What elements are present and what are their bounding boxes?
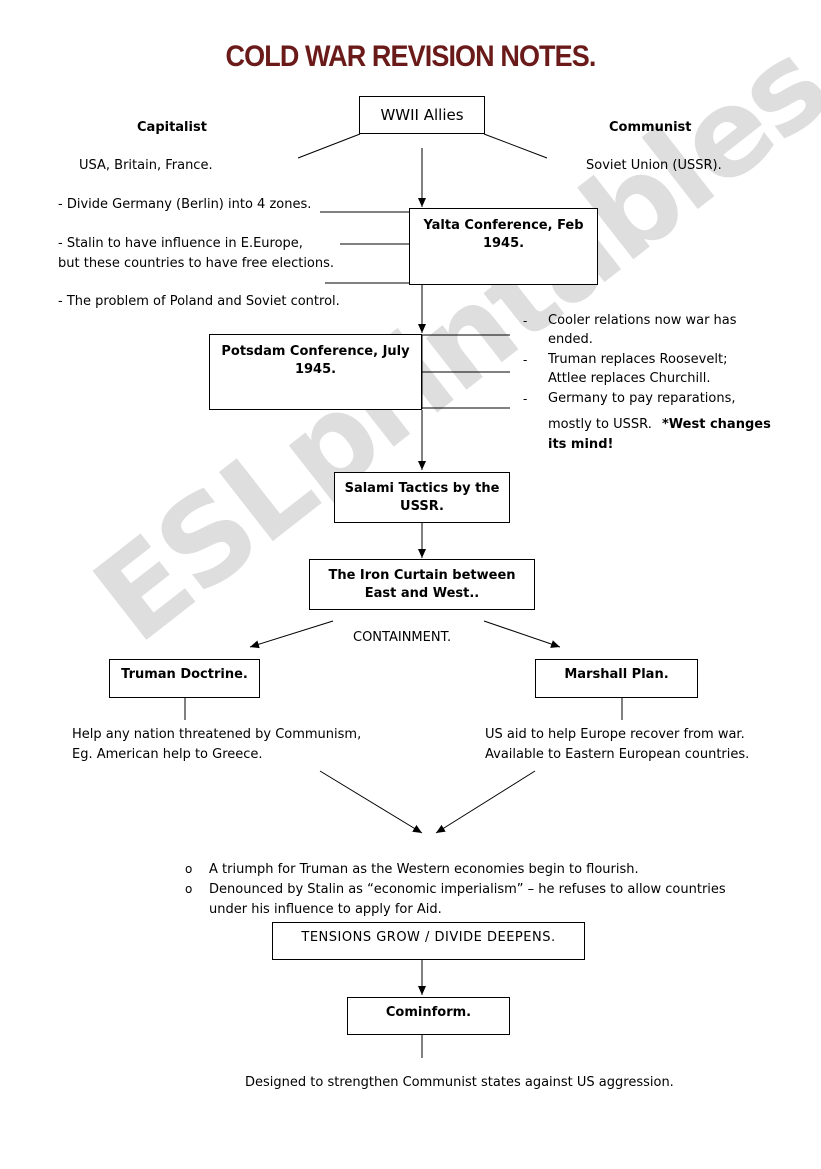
page-title: COLD WAR REVISION NOTES. bbox=[225, 40, 597, 73]
containment-label: CONTAINMENT. bbox=[353, 630, 452, 645]
salami-tactics-box: Salami Tactics by the USSR. bbox=[334, 472, 510, 523]
yalta-label: Yalta Conference, Feb 1945. bbox=[423, 218, 584, 251]
iron-curtain-label: The Iron Curtain between East and West.. bbox=[328, 568, 516, 601]
yalta-point-2: - Stalin to have influence in E.Europe, bbox=[58, 236, 303, 251]
marshall-label: Marshall Plan. bbox=[564, 667, 669, 682]
bullet-dash: - bbox=[523, 353, 528, 367]
marshall-desc-2: Available to Eastern European countries. bbox=[485, 747, 750, 762]
potsdam-box: Potsdam Conference, July 1945. bbox=[209, 334, 422, 410]
cominform-desc: Designed to strengthen Communist states … bbox=[245, 1075, 674, 1090]
potsdam-point-2a: Truman replaces Roosevelt; bbox=[548, 352, 728, 367]
potsdam-label: Potsdam Conference, July 1945. bbox=[221, 344, 410, 377]
outcome-2b: under his influence to apply for Aid. bbox=[209, 902, 442, 917]
potsdam-point-3a: Germany to pay reparations, bbox=[548, 391, 736, 406]
truman-desc-2: Eg. American help to Greece. bbox=[72, 747, 263, 762]
communist-label: Communist bbox=[609, 120, 692, 135]
bullet-circle: o bbox=[185, 862, 193, 876]
truman-doctrine-box: Truman Doctrine. bbox=[109, 659, 260, 698]
outcome-2: Denounced by Stalin as “economic imperia… bbox=[209, 882, 726, 897]
potsdam-point-3b: mostly to USSR. bbox=[548, 417, 652, 432]
potsdam-point-1b: ended. bbox=[548, 332, 593, 347]
wwii-allies-box: WWII Allies bbox=[359, 96, 485, 134]
cominform-label: Cominform. bbox=[385, 1005, 472, 1020]
yalta-point-1: - Divide Germany (Berlin) into 4 zones. bbox=[58, 197, 312, 212]
marshall-desc-1: US aid to help Europe recover from war. bbox=[485, 727, 745, 742]
bullet-dash: - bbox=[523, 314, 528, 328]
outcome-1: A triumph for Truman as the Western econ… bbox=[209, 862, 639, 877]
tensions-label: TENSIONS GROW / DIVIDE DEEPENS. bbox=[301, 930, 556, 945]
salami-label: Salami Tactics by the USSR. bbox=[344, 481, 500, 514]
truman-label: Truman Doctrine. bbox=[121, 667, 248, 682]
potsdam-point-1a: Cooler relations now war has bbox=[548, 313, 737, 328]
potsdam-point-2b: Attlee replaces Churchill. bbox=[548, 371, 711, 386]
bullet-dash: - bbox=[523, 392, 528, 406]
tensions-box: TENSIONS GROW / DIVIDE DEEPENS. bbox=[272, 922, 585, 960]
marshall-plan-box: Marshall Plan. bbox=[535, 659, 698, 698]
iron-curtain-box: The Iron Curtain between East and West.. bbox=[309, 559, 535, 610]
yalta-point-4: - The problem of Poland and Soviet contr… bbox=[58, 294, 340, 309]
west-changes-note-2: its mind! bbox=[548, 437, 614, 452]
communist-countries: Soviet Union (USSR). bbox=[586, 158, 722, 173]
truman-desc-1: Help any nation threatened by Communism, bbox=[72, 727, 362, 742]
capitalist-countries: USA, Britain, France. bbox=[79, 158, 213, 173]
bullet-circle: o bbox=[185, 882, 193, 896]
yalta-point-3: but these countries to have free electio… bbox=[58, 256, 335, 271]
west-changes-note: *West changes bbox=[662, 417, 771, 432]
cominform-box: Cominform. bbox=[347, 997, 510, 1035]
capitalist-label: Capitalist bbox=[137, 120, 207, 135]
yalta-box: Yalta Conference, Feb 1945. bbox=[409, 208, 598, 285]
wwii-allies-label: WWII Allies bbox=[380, 106, 464, 124]
